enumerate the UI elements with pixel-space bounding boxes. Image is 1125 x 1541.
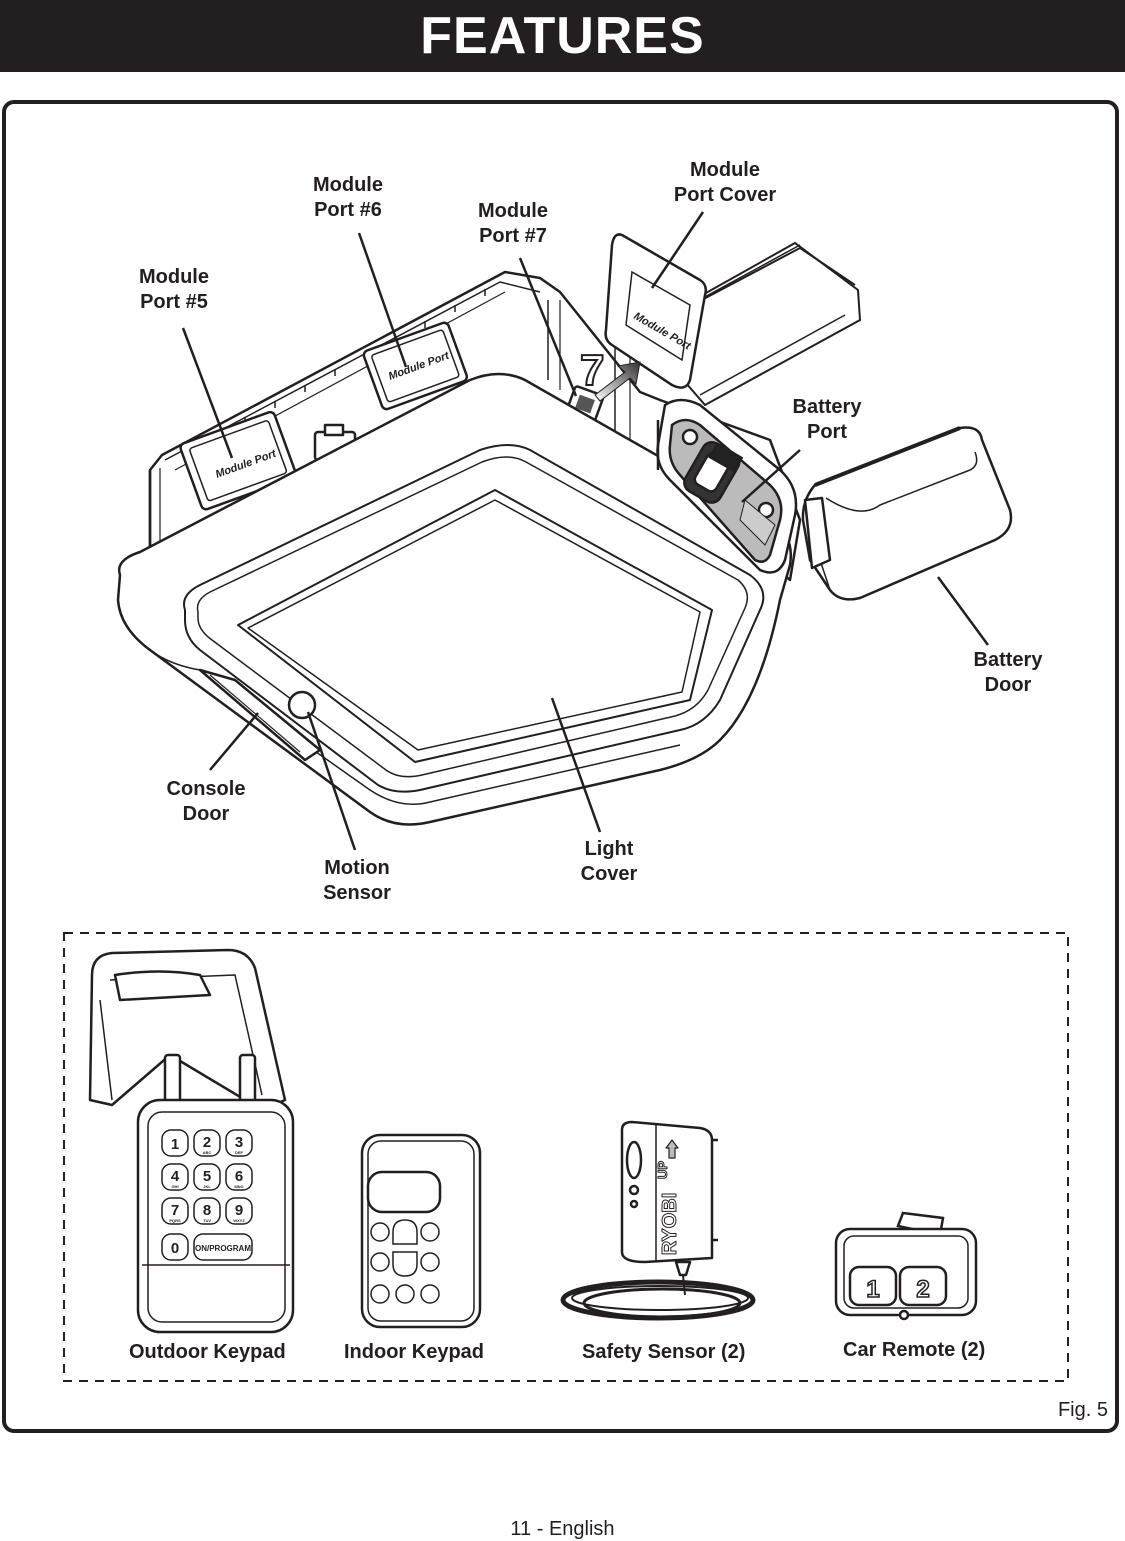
module-port-cover-illustration — [604, 233, 708, 389]
sensor-brand-text: RYOBI — [659, 1193, 681, 1256]
key-7: 7 — [171, 1202, 179, 1219]
safety-sensor-illustration: UP RYOBI — [560, 1120, 756, 1321]
key-5: 5 — [203, 1168, 211, 1185]
port-7-number: 7 — [580, 346, 604, 395]
page-header: FEATURES — [0, 0, 1125, 72]
battery-port-illustration — [656, 398, 798, 574]
label-outdoor-keypad: Outdoor Keypad — [129, 1341, 286, 1363]
rail-illustration — [638, 241, 862, 407]
key-3-letters: DEF — [235, 1150, 244, 1155]
label-safety-sensor: Safety Sensor (2) — [582, 1341, 746, 1363]
leader-motion-sensor — [306, 711, 357, 851]
leader-battery-door — [936, 576, 990, 646]
on-program-key: ON/PROGRAM — [195, 1244, 251, 1253]
leader-module-port-cover — [650, 211, 705, 289]
key-9-letters: WXYZ — [233, 1218, 245, 1223]
key-2: 2 — [203, 1134, 211, 1151]
key-3: 3 — [235, 1134, 243, 1151]
leader-battery-port — [741, 449, 801, 503]
outdoor-keypad-illustration: 1 2 3 4 5 6 7 8 9 0 ABC DEF GHI JKL MNO … — [88, 948, 295, 1334]
figure-label: Fig. 5 — [1057, 1399, 1108, 1421]
leader-module-port-5 — [181, 327, 234, 459]
key-0: 0 — [171, 1240, 179, 1257]
key-9: 9 — [235, 1202, 243, 1219]
indoor-keypad-illustration — [360, 1133, 482, 1329]
key-4: 4 — [171, 1168, 180, 1185]
battery-door-illustration — [801, 426, 1013, 601]
label-car-remote: Car Remote (2) — [843, 1339, 986, 1361]
key-6: 6 — [235, 1168, 243, 1185]
leader-light-cover — [550, 697, 602, 833]
leader-console-door — [209, 712, 259, 771]
key-1: 1 — [171, 1136, 179, 1153]
key-5-letters: JKL — [203, 1184, 211, 1189]
remote-button-2: 2 — [916, 1276, 929, 1303]
accessories-box — [63, 932, 1069, 1382]
label-indoor-keypad: Indoor Keypad — [344, 1341, 485, 1363]
key-8-letters: TUV — [203, 1218, 211, 1223]
figure-frame — [2, 100, 1119, 1433]
leader-module-port-7 — [518, 257, 578, 397]
callout-lines — [181, 211, 990, 851]
sensor-up-text: UP — [655, 1161, 670, 1179]
page-title: FEATURES — [420, 7, 705, 65]
key-4-letters: GHI — [171, 1184, 178, 1189]
key-6-letters: MNO — [234, 1184, 243, 1189]
key-2-letters: ABC — [203, 1150, 212, 1155]
leader-module-port-6 — [357, 232, 408, 368]
remote-button-1: 1 — [866, 1276, 879, 1303]
car-remote-illustration: 1 2 — [834, 1211, 978, 1321]
key-8: 8 — [203, 1202, 211, 1219]
opener-unit — [116, 270, 802, 826]
page-footer: 11 - English — [510, 1518, 615, 1540]
key-7-letters: PQRS — [169, 1218, 181, 1223]
port-7-marker: 7 — [579, 345, 641, 402]
